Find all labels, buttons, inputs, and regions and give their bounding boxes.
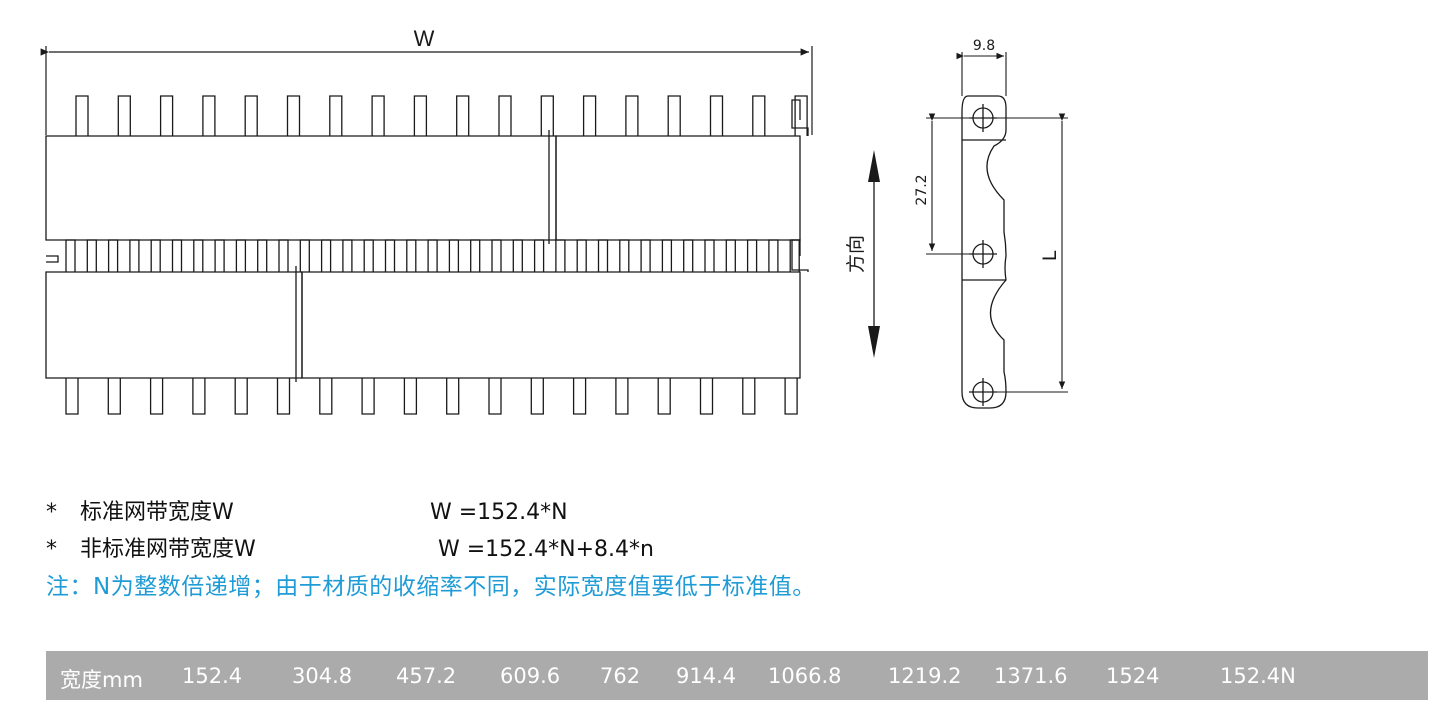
length-label: L [1039,250,1061,261]
width-table: 宽度mm 152.4 304.8 457.2 609.6 762 914.4 1… [46,651,1428,700]
bullet-marker: * [46,500,57,525]
side-profile [961,95,1007,409]
thickness-dimension [956,52,1007,96]
shrinkage-note: 注：N为整数倍递增；由于材质的收缩率不同，实际宽度值要低于标准值。 [46,574,816,600]
nonstandard-width-row: * 非标准网带宽度W W =152.4*N+8.4*n [46,537,746,565]
length-dimension [983,113,1068,393]
width-value: 457.2 [396,664,457,688]
width-value: 304.8 [292,664,353,688]
belt-top-view [45,95,809,415]
width-value: 1524 [1106,664,1160,688]
direction-label: 方向 [845,235,867,273]
bullet-marker: * [46,537,57,562]
width-value: 914.4 [676,664,737,688]
belt-teeth [75,95,808,136]
width-table-header: 宽度mm [60,668,143,692]
standard-width-formula: W =152.4*N [430,500,568,525]
pitch-label: 27.2 [914,174,930,205]
width-value: 762 [600,664,641,688]
standard-width-row: * 标准网带宽度W W =152.4*N [46,500,746,528]
width-value: 152.4 [182,664,243,688]
upper-tooth-row [75,95,808,136]
width-value: 1066.8 [768,664,842,688]
direction-arrow [868,150,880,358]
belt-teeth [65,239,800,272]
width-value: 609.6 [500,664,561,688]
nonstandard-width-formula: W =152.4*N+8.4*n [438,537,654,562]
lower-tooth-row [65,378,798,415]
pitch-dimension [926,113,983,255]
nonstandard-width-label: 非标准网带宽度W [80,537,256,562]
belt-teeth [65,378,798,415]
width-value: 1219.2 [888,664,962,688]
belt-modules [45,99,809,382]
width-label: W [414,26,435,51]
width-value: 1371.6 [994,664,1068,688]
width-dimension [40,46,813,135]
belt-technical-drawing: W 方向 [40,26,1068,415]
thickness-label: 9.8 [973,38,995,54]
middle-tooth-row [65,239,800,272]
width-value: 152.4N [1220,664,1296,688]
standard-width-label: 标准网带宽度W [80,500,234,525]
